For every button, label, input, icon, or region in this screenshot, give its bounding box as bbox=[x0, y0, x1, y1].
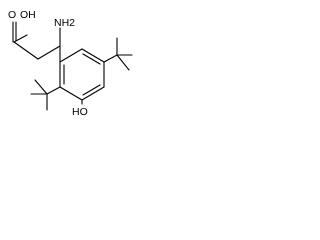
ring-bond-1 bbox=[59, 48, 83, 63]
ring-bond-4 bbox=[81, 86, 105, 101]
carbonyl-oxygen-label: O bbox=[8, 9, 16, 21]
structure-diagram: O OH NH2 HO bbox=[8, 9, 133, 118]
ring-bond-5 bbox=[59, 86, 83, 101]
amine-label: NH2 bbox=[54, 17, 75, 29]
bond-acid-carbon-to-ch2 bbox=[13, 41, 39, 60]
phenol-hydroxyl-label: HO bbox=[72, 106, 88, 118]
ring-bond-2-inner bbox=[82, 53, 101, 65]
bond-tbutyl-left-up bbox=[34, 79, 48, 95]
ring-bond-2 bbox=[81, 48, 105, 63]
bond-acid-carbon-to-oh bbox=[13, 34, 28, 43]
ring-bond-4-inner bbox=[82, 84, 101, 96]
bond-ring-to-tbutyl-left bbox=[46, 86, 61, 95]
bond-ring-to-tbutyl-right bbox=[103, 54, 118, 63]
bond-tbutyl-right-down bbox=[116, 54, 130, 71]
bond-ch2-to-chiral bbox=[37, 45, 61, 60]
carboxyl-hydroxyl-label: OH bbox=[20, 9, 36, 21]
